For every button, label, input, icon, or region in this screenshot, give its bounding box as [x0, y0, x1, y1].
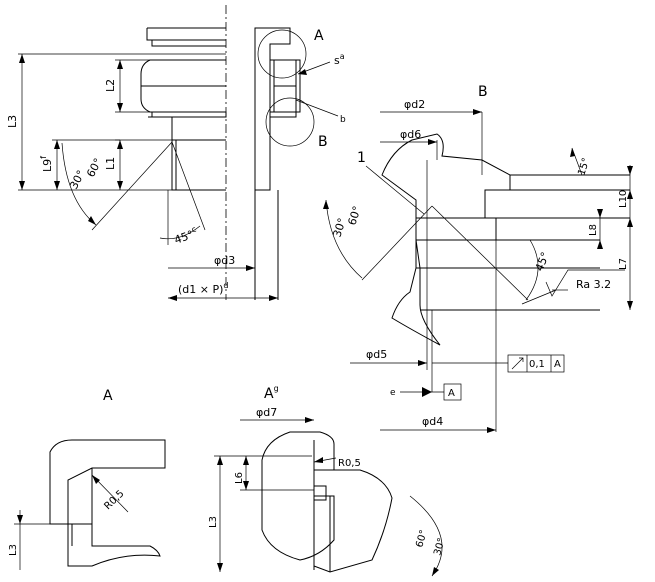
- b-leader: [295, 99, 339, 117]
- lower-washer: [148, 111, 227, 118]
- seal-strip: [269, 111, 297, 118]
- angle-45-b: 45°: [533, 250, 552, 273]
- callout-b: b: [340, 115, 346, 125]
- dim-l2: L2: [104, 79, 117, 92]
- runout-icon: [511, 357, 524, 370]
- detail-ag-angle-30: 30°: [432, 537, 447, 557]
- detail-a-lower-section: [67, 523, 161, 567]
- dim-d3: φd3: [214, 254, 235, 267]
- datum-box: [443, 383, 462, 401]
- angle-30-b: 30°: [330, 216, 348, 239]
- detail-b-title: B: [478, 84, 488, 100]
- angle-60: 60°: [84, 156, 105, 179]
- dim-l9: L9f: [39, 156, 54, 172]
- dim-d7: φd7: [256, 406, 277, 419]
- dim-l8: L8: [588, 224, 599, 236]
- dim-d1p: (d1 × P)d: [178, 281, 229, 296]
- detail-a-title: A: [103, 388, 113, 404]
- roughness-value: Ra 3.2: [576, 278, 611, 291]
- dim-d5: φd5: [366, 348, 387, 361]
- arc-60-30: [409, 495, 443, 577]
- arc-45-b: [525, 239, 539, 301]
- detail-ag-title: Ag: [264, 384, 279, 402]
- angle-15: 15°: [576, 157, 592, 177]
- detail-b-view: B φd2 φd6 1 30° 60°: [323, 84, 633, 433]
- tolerance-datum: A: [554, 359, 561, 370]
- callout-1: 1: [357, 150, 366, 166]
- chamfer-line-45: [171, 141, 206, 231]
- detail-ag-radius: R0,5: [338, 458, 361, 469]
- angle-60-b: 60°: [345, 204, 363, 227]
- detail-circle-b: [265, 97, 315, 147]
- detail-a-left-view: A R0,5 L3: [8, 388, 166, 570]
- view-label-a: A: [314, 28, 324, 44]
- detail-ag-nut-section: [261, 431, 335, 561]
- view-label-b: B: [318, 134, 328, 150]
- chamfer-line-60: [91, 141, 173, 231]
- dim-l1: L1: [104, 157, 117, 170]
- dim-l10: L10: [618, 190, 629, 208]
- top-washer: [146, 27, 226, 47]
- tolerance-value: 0,1: [529, 359, 545, 370]
- dim-d6: φd6: [400, 128, 421, 141]
- detail-a-l3: L3: [8, 544, 19, 556]
- dim-d4: φd4: [422, 415, 443, 428]
- detail-ag-l3: L3: [208, 516, 219, 528]
- dim-l7: L7: [618, 258, 629, 270]
- angle-45: 45°c: [172, 225, 200, 247]
- dim-d2: φd2: [404, 98, 425, 111]
- angle-arc-45: [159, 225, 201, 240]
- main-view: A B sa b L3 L2 L1 L9f 30° 60° 45°c φd3 (…: [6, 5, 346, 301]
- nut-section: [381, 133, 511, 219]
- detail-circle-a: [257, 29, 307, 79]
- detail-a-radius: R0,5: [102, 488, 126, 512]
- ring-hatch-lower: [273, 85, 297, 113]
- roughness-symbol: [545, 269, 625, 297]
- detail-ag-angle-60: 60°: [414, 529, 429, 549]
- callout-s: sa: [334, 52, 345, 67]
- detail-a-upper-section: [49, 439, 166, 525]
- dim-l3: L3: [6, 115, 19, 128]
- detail-ag-body-section: [313, 469, 393, 573]
- detail-ag-view: Ag φd7 R0,5 L6 L3 60° 30°: [208, 384, 448, 577]
- datum-label: A: [448, 388, 455, 399]
- stud-body: [171, 117, 226, 191]
- callout-1-leader: [365, 165, 425, 215]
- detail-ag-l6: L6: [234, 472, 245, 484]
- callout-e: e: [390, 388, 396, 398]
- fitting-wall-section: [254, 27, 291, 191]
- hex-nut: [140, 59, 226, 113]
- tolerance-frame: [507, 354, 565, 373]
- arc-30-60: [325, 199, 363, 279]
- ring-section: [415, 217, 497, 241]
- ring-hatch-upper: [273, 59, 297, 87]
